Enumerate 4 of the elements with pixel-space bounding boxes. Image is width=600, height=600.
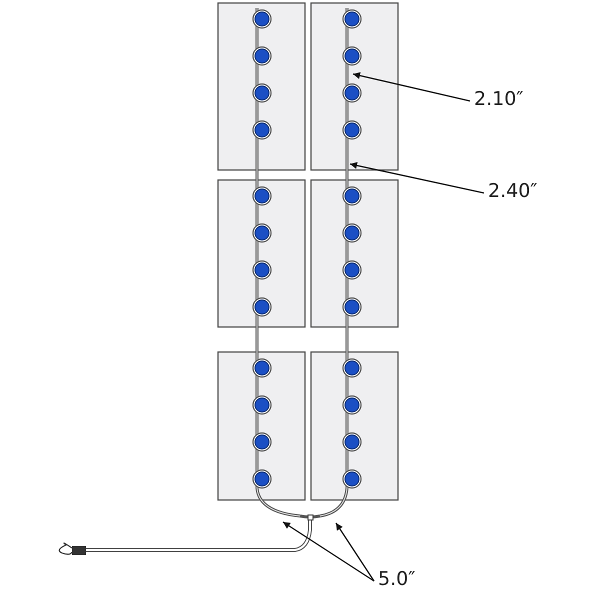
- leader-line: [352, 72, 470, 102]
- leader-line: [335, 522, 375, 582]
- leader-line: [350, 162, 484, 194]
- leader-line: [282, 521, 374, 582]
